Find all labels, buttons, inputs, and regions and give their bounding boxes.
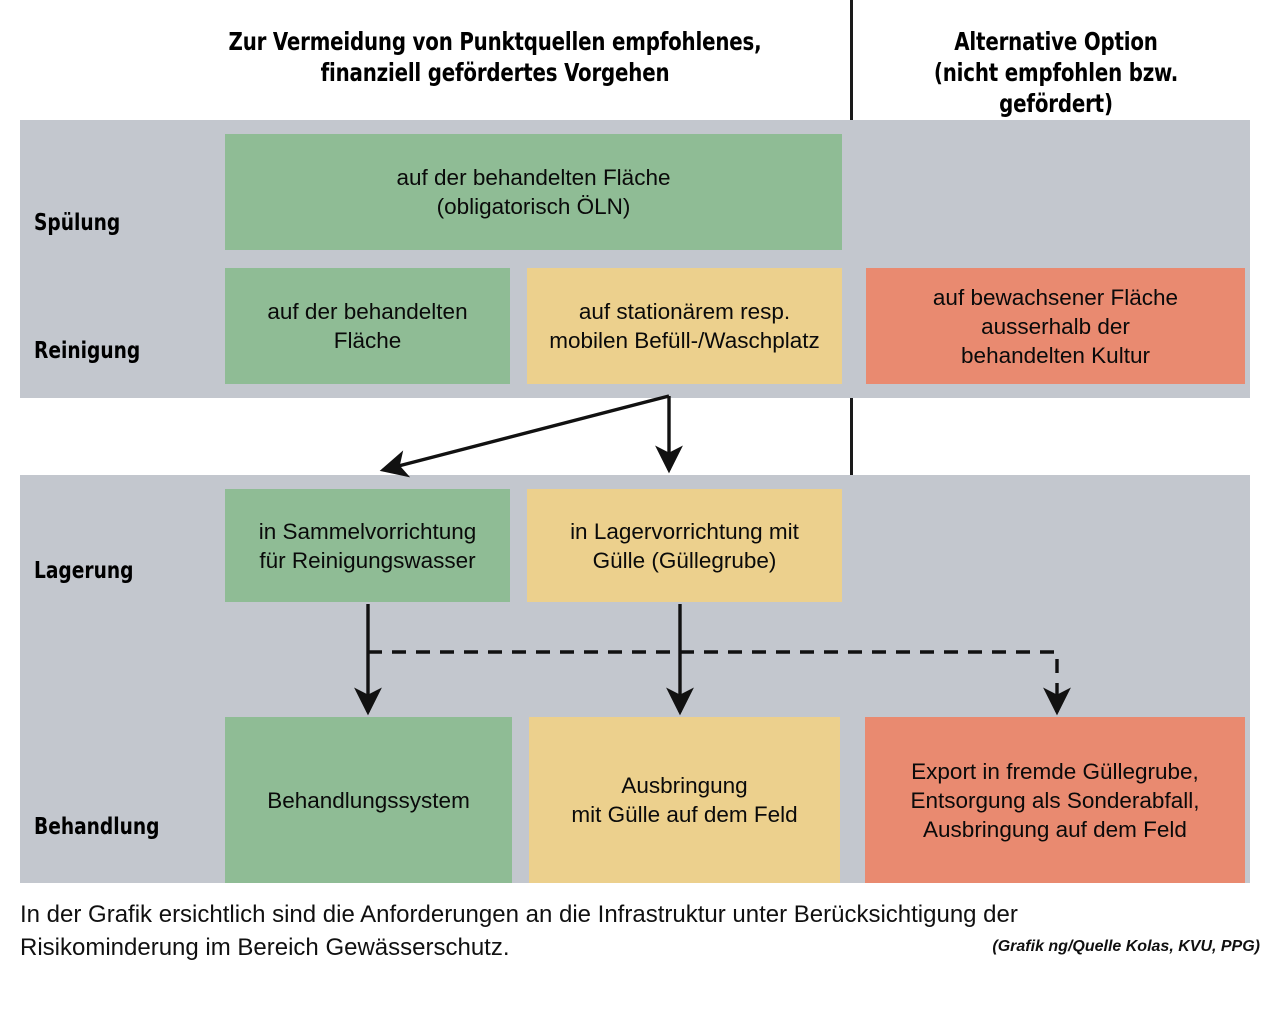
row-label-reinigung: Reinigung — [34, 338, 141, 364]
arrow-waschplatz-to-sammelvorrichtung — [379, 394, 670, 478]
column-header-alternative: Alternative Option(nicht empfohlen bzw. … — [933, 27, 1179, 118]
row-label-spuelung: Spülung — [34, 210, 121, 236]
arrow-waschplatz-branch — [379, 394, 683, 478]
box-spuelung-treated-area[interactable]: auf der behandelten Fläche(obligatorisch… — [225, 134, 842, 250]
box-behandlung-treatment-system[interactable]: Behandlungssystem — [225, 717, 512, 883]
row-label-behandlung: Behandlung — [34, 814, 160, 840]
caption-text: In der Grafik ersichtlich sind die Anfor… — [20, 901, 1018, 961]
column-header-recommended: Zur Vermeidung von Punktquellen empfohle… — [228, 27, 762, 87]
box-behandlung-export-disposal[interactable]: Export in fremde Güllegrube,Entsorgung a… — [865, 717, 1245, 883]
box-reinigung-washing-place[interactable]: auf stationärem resp.mobilen Befüll-/Was… — [527, 268, 842, 384]
row-label-lagerung: Lagerung — [34, 558, 134, 584]
caption-credit: (Grafik ng/Quelle Kolas, KVU, PPG) — [992, 938, 1260, 955]
